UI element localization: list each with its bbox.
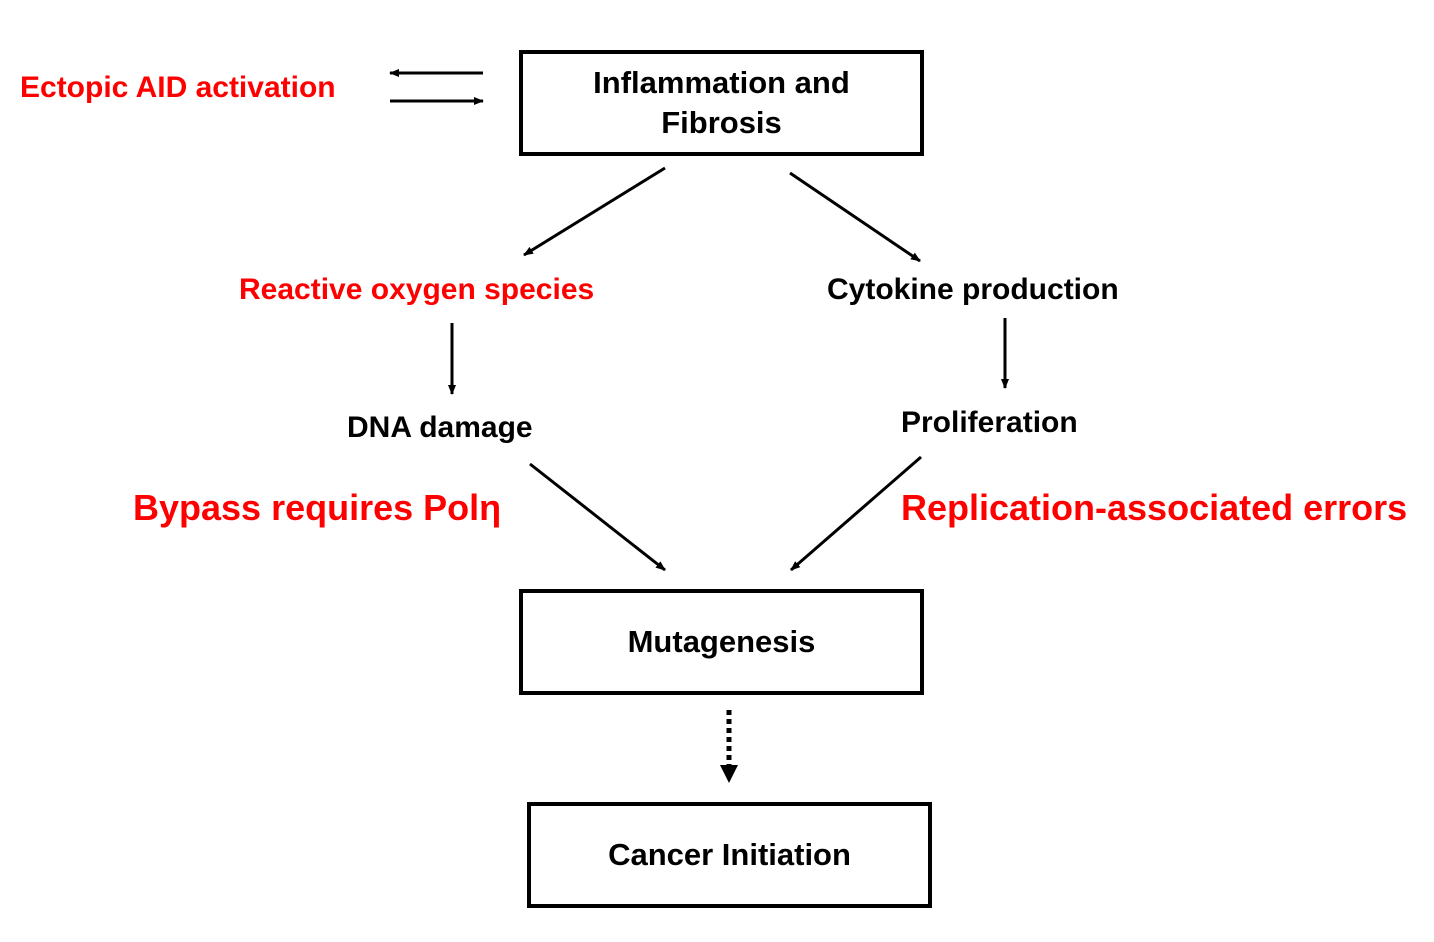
node-mutagenesis: Mutagenesis: [519, 589, 924, 695]
label-bypass-requires-pol-eta: Bypass requires Polη: [133, 487, 502, 528]
node-inflammation-line2: Fibrosis: [661, 105, 782, 140]
node-inflammation-fibrosis: Inflammation and Fibrosis: [519, 50, 924, 156]
arrow-inflammation-to-ros: [523, 166, 666, 257]
label-replication-associated-errors: Replication-associated errors: [901, 487, 1408, 528]
node-mutagenesis-label: Mutagenesis: [627, 624, 816, 659]
node-cancer-initiation-label: Cancer Initiation: [608, 837, 851, 872]
arrow-proliferation-to-mutagenesis: [790, 455, 922, 572]
arrow-inflammation-to-cytokine: [789, 171, 921, 263]
label-reactive-oxygen-species: Reactive oxygen species: [239, 273, 595, 306]
label-ectopic-aid-activation: Ectopic AID activation: [20, 71, 336, 104]
label-cytokine-production: Cytokine production: [827, 273, 1119, 306]
arrow-dna-damage-to-mutagenesis: [529, 462, 666, 572]
label-dna-damage: DNA damage: [347, 411, 533, 444]
label-proliferation: Proliferation: [901, 406, 1078, 439]
node-inflammation-line1: Inflammation and: [593, 65, 850, 100]
node-cancer-initiation: Cancer Initiation: [527, 802, 932, 908]
